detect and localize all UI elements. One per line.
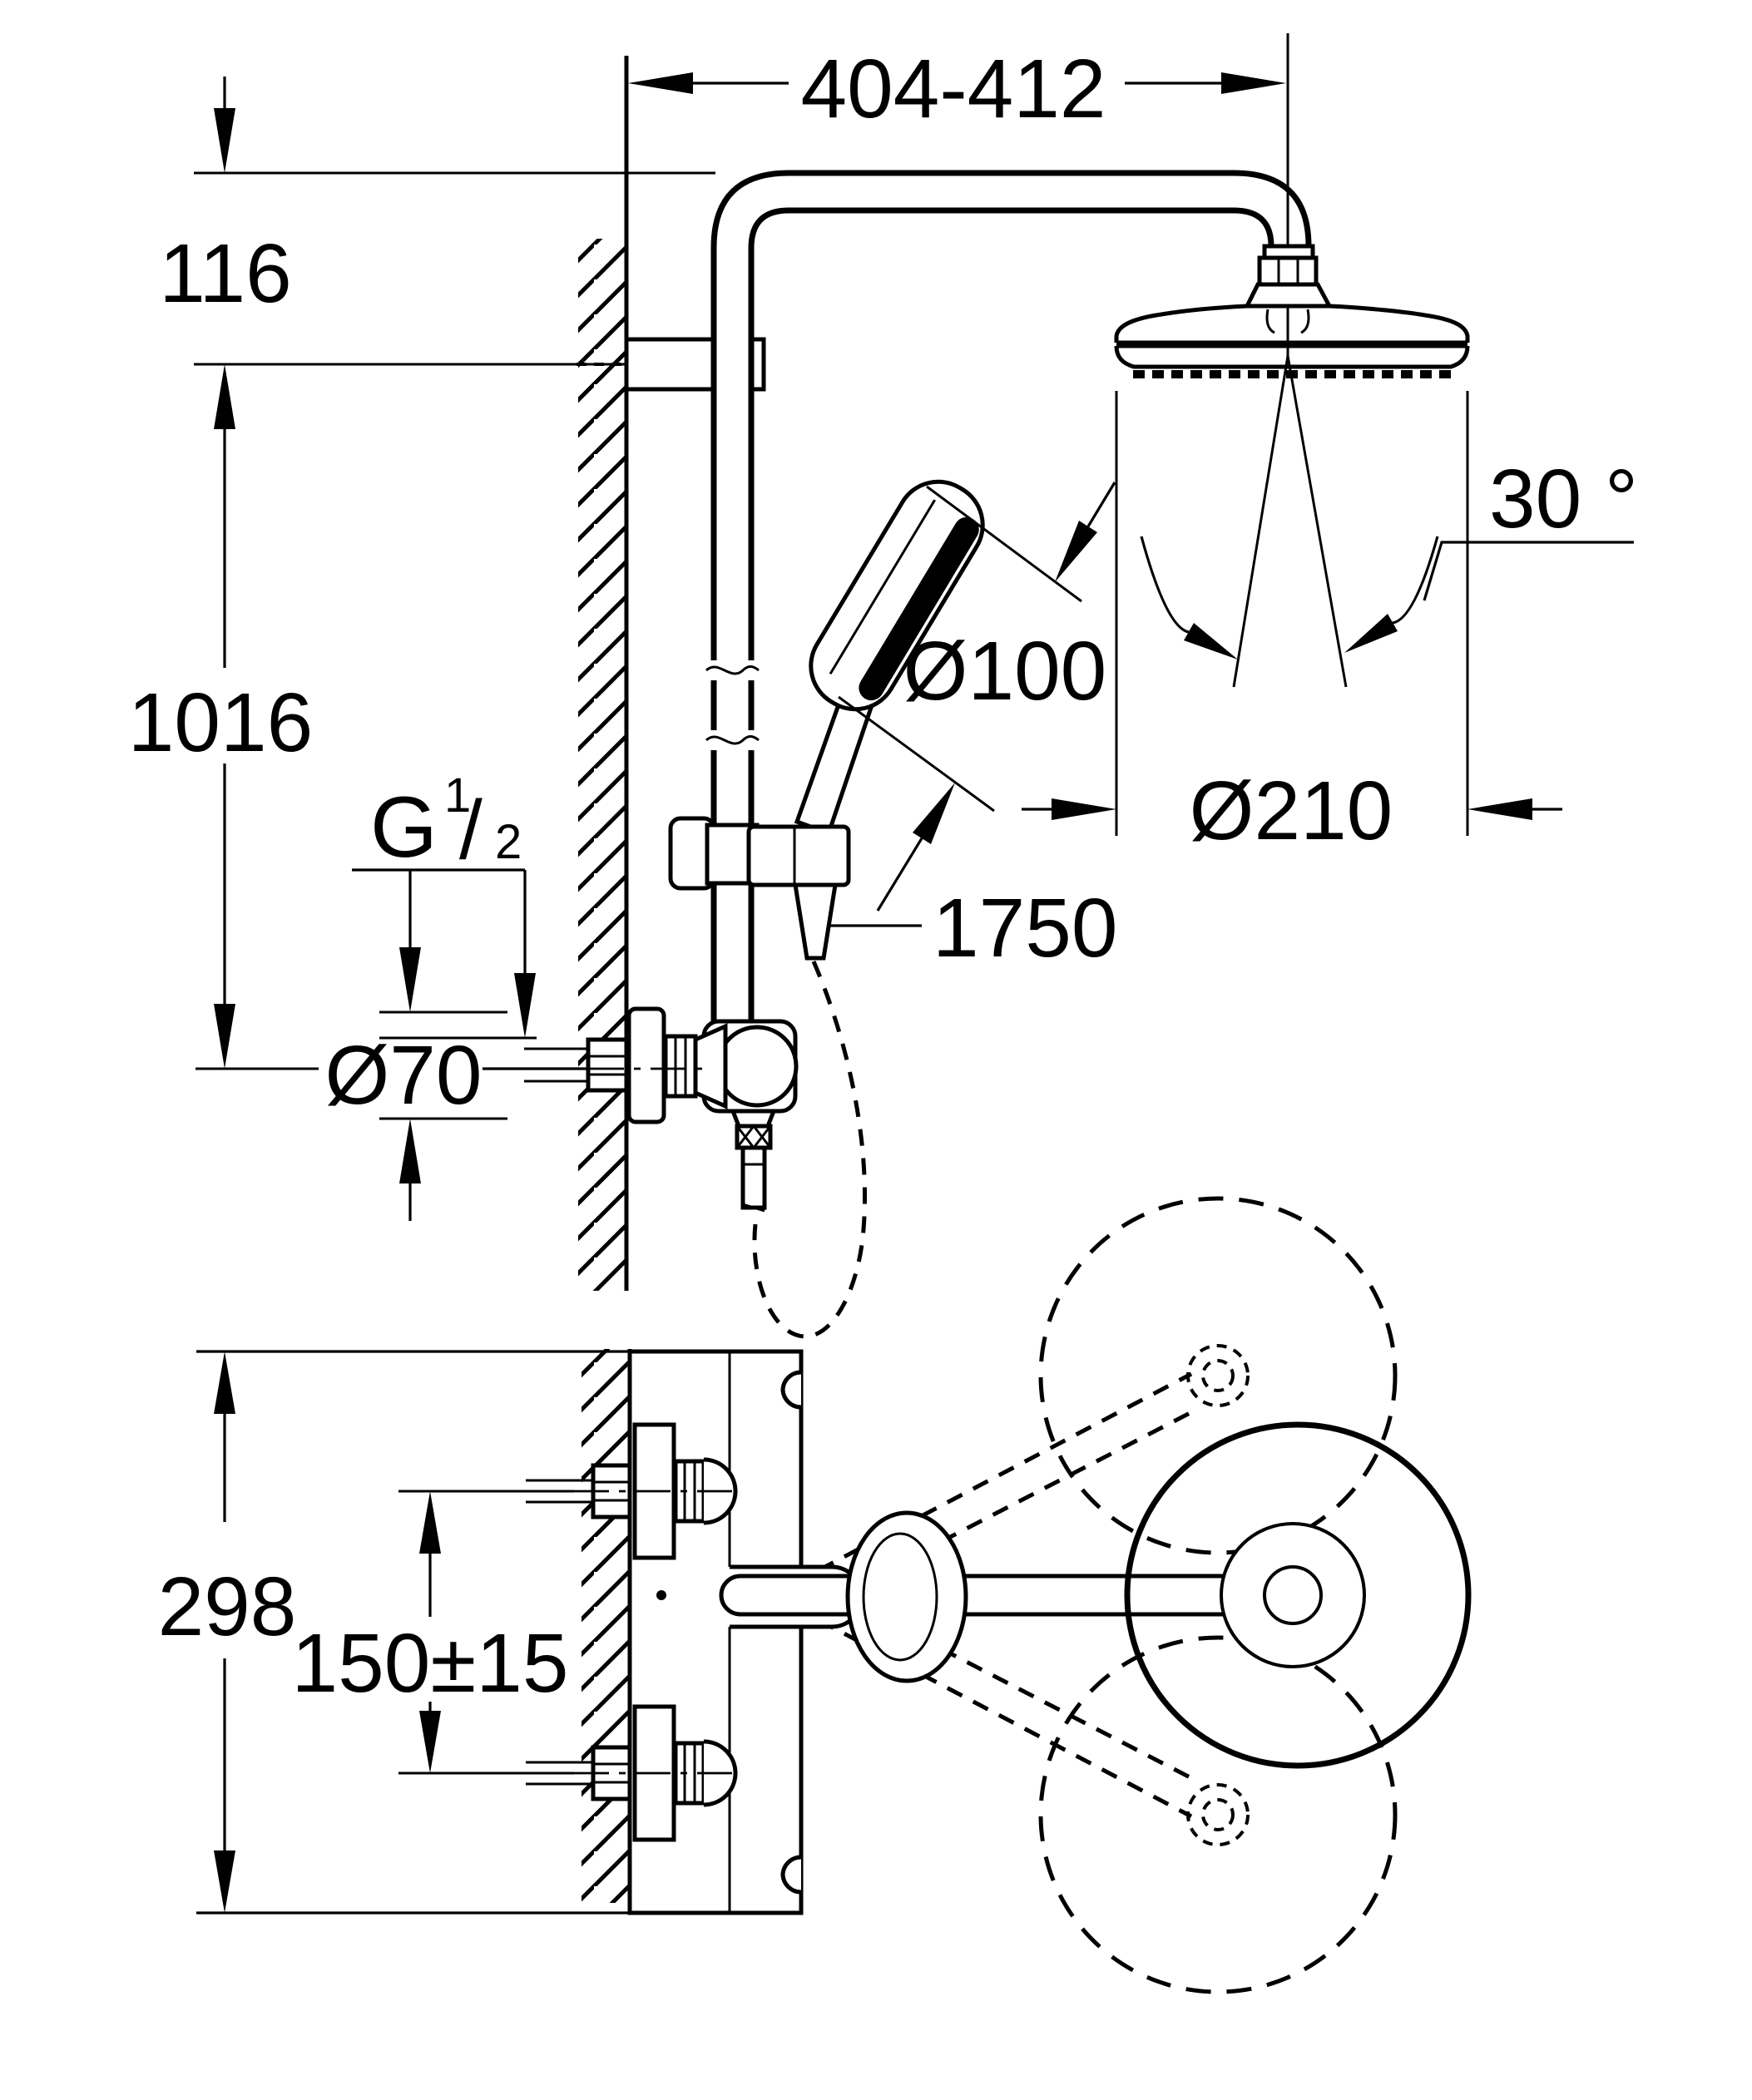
dim-hand-shower-label: Ø100	[903, 625, 1107, 718]
head-shower	[1114, 244, 1470, 378]
hand-shower-holder	[668, 816, 851, 961]
hand-shower-face	[859, 516, 979, 701]
holder-arm	[746, 824, 851, 887]
dim-supply-spacing-label: 150±15	[292, 1617, 569, 1710]
hose-outlet	[740, 1145, 767, 1210]
arrowhead	[399, 1119, 421, 1183]
dim-top-width-label: 404-412	[801, 42, 1106, 136]
side-view-wall	[578, 56, 629, 1291]
dim-70: Ø70	[324, 1010, 589, 1221]
arrowhead	[399, 947, 421, 1012]
arrowhead	[1221, 72, 1286, 94]
head-hub	[1263, 1565, 1323, 1625]
arrowhead	[1184, 623, 1238, 660]
supply-fitting-lower	[526, 1704, 740, 1842]
screw-notch-top	[780, 1370, 802, 1410]
arm-and-head-plan	[719, 1421, 1472, 1769]
dim-valve-height-label: 298	[158, 1560, 297, 1653]
arrowhead	[419, 1491, 441, 1554]
valve-side-view	[524, 1006, 799, 1213]
pipe-break-marks	[705, 660, 760, 750]
connector-nut	[1257, 255, 1319, 287]
arrowhead	[628, 72, 693, 94]
hose-connector-cone	[793, 882, 838, 961]
arrowhead	[214, 1850, 235, 1913]
head-position-down	[1038, 1635, 1398, 1994]
wall-hatching	[578, 239, 626, 1291]
head-rim	[1114, 345, 1470, 369]
wall-hatching-bottom	[582, 1349, 630, 1903]
tilt-arc-right	[1392, 536, 1439, 625]
arrowhead	[419, 1711, 441, 1773]
dim-404-412: 404-412	[628, 33, 1289, 356]
arrowhead	[1052, 798, 1116, 820]
thread-label-slash: /	[459, 783, 483, 877]
dim-escutcheon-label: Ø70	[324, 1029, 482, 1122]
thread-label-denominator: 2	[495, 815, 522, 869]
dim-hose-length-label: 1750	[933, 882, 1117, 975]
thread-label-g: G	[370, 779, 438, 876]
top-view: 298 150±15	[158, 1196, 1472, 1994]
outlet-step	[730, 1109, 777, 1129]
shower-hose	[752, 961, 867, 1339]
arrowhead	[214, 1004, 235, 1069]
thread-label-numerator: 1	[444, 768, 471, 823]
dim-150: 150±15	[292, 1490, 574, 1775]
arrowhead	[514, 973, 536, 1038]
wall-bracket	[577, 333, 766, 396]
annotation-head-tilt: 30 °	[1140, 355, 1638, 688]
head-position-up	[1038, 1196, 1398, 1555]
valve-cone-adapter	[693, 1023, 728, 1109]
in-wall-fitting	[586, 1037, 629, 1093]
tilt-leader	[1423, 541, 1634, 601]
arrowhead	[214, 364, 235, 429]
dim-arm-drop-label: 116	[159, 227, 291, 320]
arrowhead	[1467, 798, 1532, 820]
shower-arm-plan	[719, 1574, 1307, 1617]
head-shower-plan	[1124, 1421, 1472, 1769]
shower-riser-and-arm	[705, 170, 1312, 1021]
arm-outer-line	[710, 170, 1312, 1021]
dim-116: 116	[159, 77, 715, 366]
arrowhead	[1344, 614, 1398, 653]
hose-nut	[735, 1124, 773, 1150]
arrowhead	[214, 1351, 235, 1414]
dim-head-diameter-label: Ø210	[1190, 764, 1393, 857]
head-top-left	[1114, 304, 1248, 343]
ball-joint-lines	[1265, 309, 1310, 334]
screw-notch-bottom	[780, 1855, 802, 1895]
supply-fitting-upper	[526, 1422, 740, 1560]
valve-top-view	[526, 1349, 804, 1915]
head-top-right	[1329, 304, 1470, 343]
arm-inner-line	[748, 207, 1274, 1021]
hand-shower	[794, 479, 985, 837]
hand-shower-plan	[845, 1510, 968, 1683]
hand-shower-head	[809, 479, 985, 712]
dim-riser-height-label: 1016	[128, 676, 313, 769]
arrowhead	[913, 783, 955, 844]
head-neck	[1243, 282, 1334, 309]
center-mark	[656, 1590, 666, 1600]
dim-tilt-angle-label: 30 °	[1489, 452, 1638, 546]
dim-1016: 1016	[128, 364, 319, 1070]
arrowhead	[214, 108, 235, 173]
union-nut	[663, 1034, 698, 1099]
dim-210: Ø210	[1022, 391, 1562, 857]
tilt-arc-left	[1140, 536, 1190, 634]
valve-knob	[715, 1025, 799, 1108]
escutcheon	[626, 1006, 666, 1124]
annotation-hose-length: 1750	[829, 882, 1117, 975]
dim-100: Ø100	[838, 482, 1116, 912]
arrowhead	[1055, 521, 1097, 582]
annotation-thread-g-half: G 1 / 2	[352, 768, 536, 1038]
